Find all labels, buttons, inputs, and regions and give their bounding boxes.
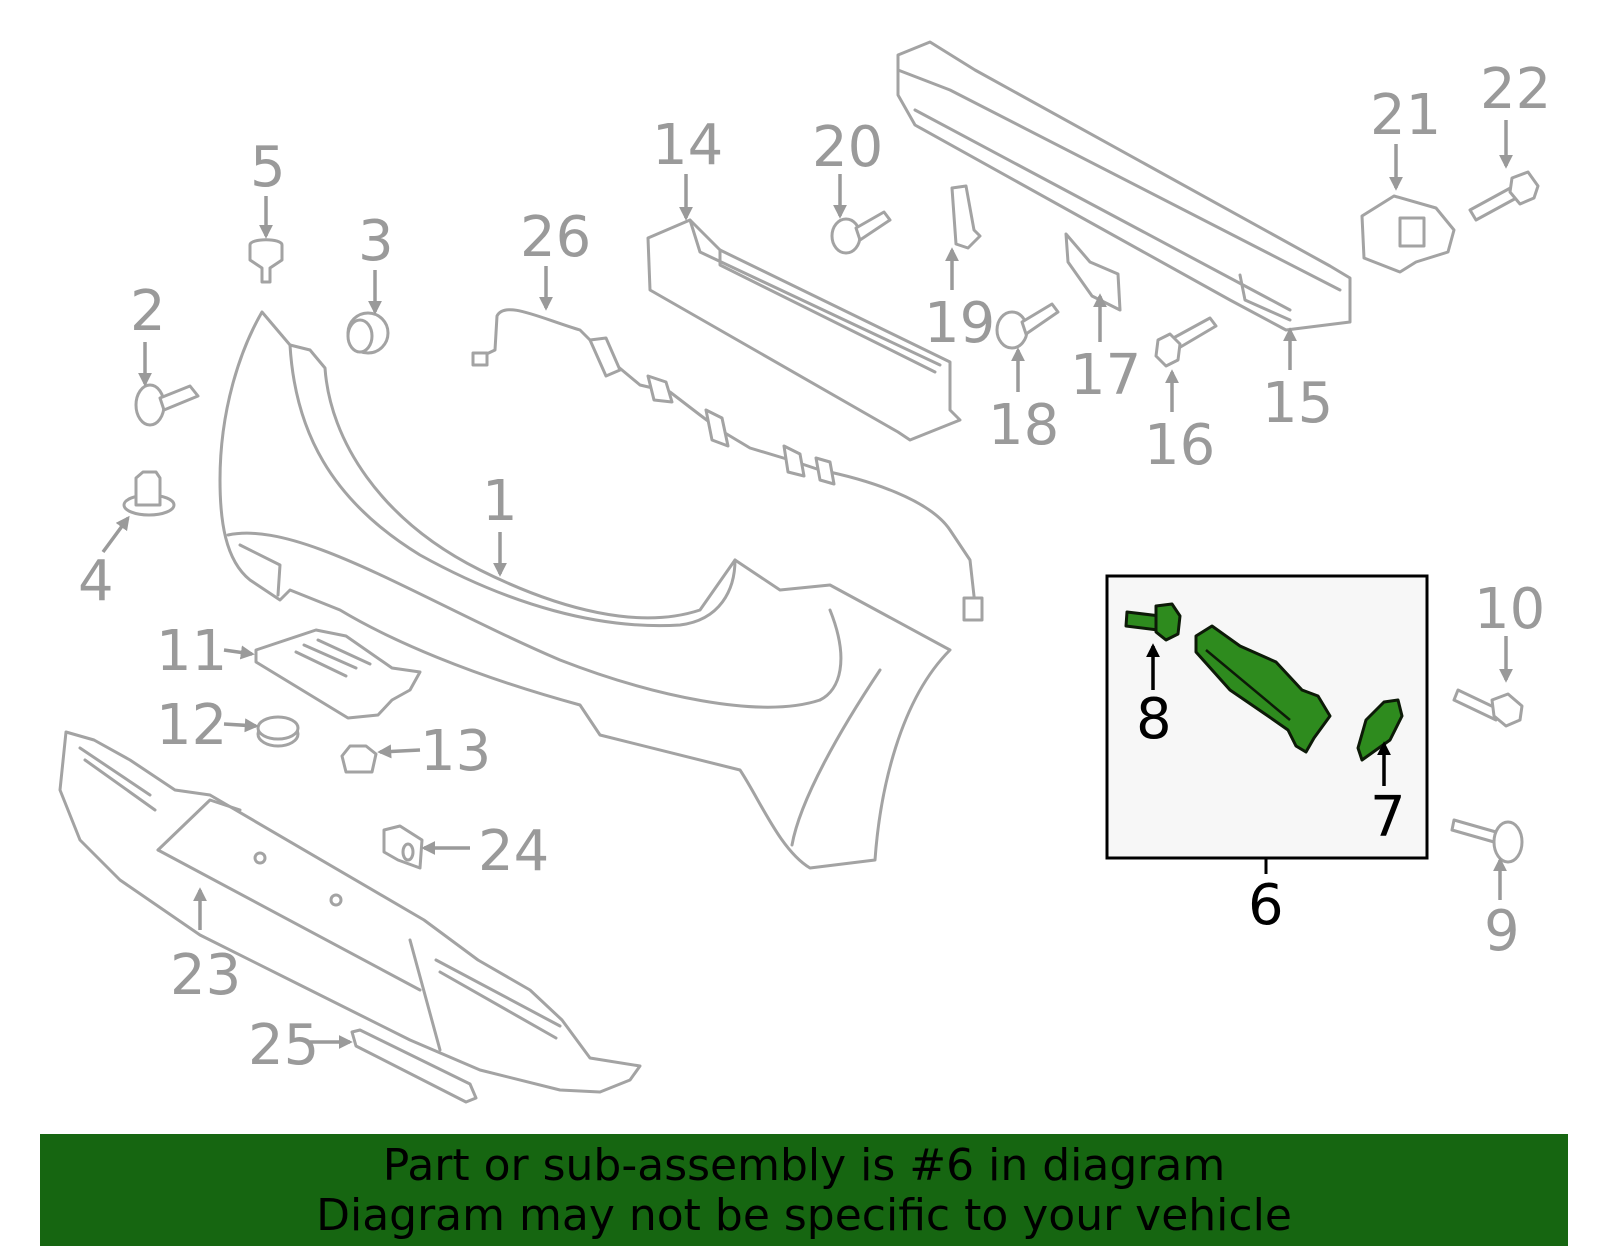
callout-15: 15	[1262, 371, 1333, 436]
screw-part-20	[830, 210, 892, 255]
callout-20: 20	[812, 115, 883, 180]
callout-3: 3	[358, 209, 394, 274]
clip-part-7-highlighted	[1356, 698, 1404, 762]
bolt-part-10	[1452, 688, 1524, 728]
sub-assembly-box	[1105, 574, 1429, 874]
bolt-part-22	[1468, 170, 1540, 222]
plug-part-5	[248, 238, 284, 284]
banner-line-2: Diagram may not be specific to your vehi…	[316, 1190, 1292, 1241]
callout-11: 11	[156, 619, 227, 684]
info-banner: Part or sub-assembly is #6 in diagram Di…	[40, 1134, 1568, 1246]
bolt-part-8-highlighted	[1124, 602, 1182, 642]
grommet-part-12	[256, 715, 300, 748]
callout-25: 25	[248, 1013, 319, 1078]
callout-5: 5	[250, 135, 286, 200]
nut-part-13	[340, 744, 378, 774]
callout-18: 18	[988, 393, 1059, 458]
grommet-part-3	[346, 311, 390, 355]
banner-line-1: Part or sub-assembly is #6 in diagram	[382, 1140, 1226, 1191]
callout-4: 4	[78, 549, 114, 614]
callout-16: 16	[1144, 413, 1215, 478]
callout-22: 22	[1480, 57, 1551, 122]
callout-14: 14	[652, 113, 723, 178]
callout-2: 2	[130, 279, 166, 344]
reflector-part-25	[350, 1028, 478, 1104]
bracket-arm-highlighted	[1194, 624, 1332, 754]
callout-21: 21	[1370, 83, 1441, 148]
callout-1: 1	[482, 469, 518, 534]
reinforcement-bar-part-15	[896, 40, 1352, 332]
screw-part-9	[1450, 818, 1524, 864]
bracket-part-17	[1064, 232, 1122, 312]
callout-10: 10	[1474, 577, 1545, 642]
clip-part-19	[950, 184, 982, 250]
lower-valance-part-23	[58, 730, 642, 1094]
callout-labels: 1 2 3 4 5 6 7 8 9 10 11 12 13 14 15 16 1…	[78, 57, 1551, 1078]
callout-arrows	[101, 120, 1513, 1049]
callout-19: 19	[924, 291, 995, 356]
callout-26: 26	[520, 205, 591, 270]
wiring-harness-part-26	[471, 308, 984, 622]
callout-17: 17	[1070, 343, 1141, 408]
callout-23: 23	[170, 943, 241, 1008]
bumper-cover-part	[218, 310, 952, 870]
clip-nut-part-24	[382, 824, 424, 870]
fastener-part-4	[122, 470, 176, 517]
callout-8: 8	[1136, 687, 1172, 752]
energy-absorber-part-14	[646, 218, 962, 442]
callout-6: 6	[1248, 873, 1284, 938]
callout-13: 13	[420, 719, 491, 784]
screw-part-18	[995, 302, 1060, 350]
bolt-part-16	[1154, 316, 1218, 368]
callout-12: 12	[156, 693, 227, 758]
callout-7: 7	[1370, 785, 1406, 850]
push-clip-part-2	[134, 383, 200, 427]
callout-9: 9	[1484, 899, 1520, 964]
deflector-part-11	[254, 628, 422, 720]
bracket-part-21	[1360, 194, 1456, 274]
callout-24: 24	[478, 819, 549, 884]
